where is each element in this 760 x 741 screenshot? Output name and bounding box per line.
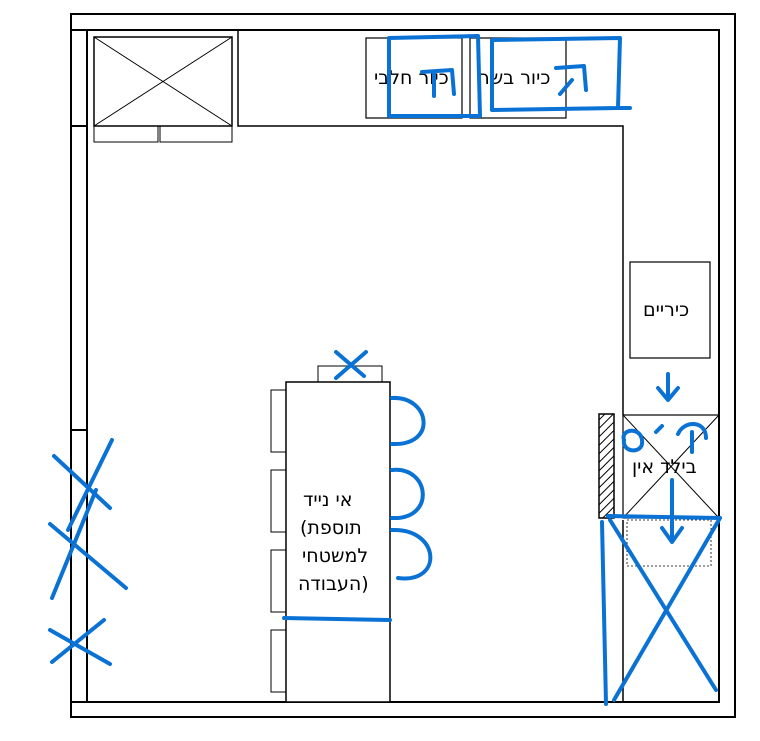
window-top-left [70,29,88,127]
annotation-box-dairy [387,34,482,118]
sink-meat-label: כיור בשר [479,67,550,89]
annotation-underline [282,616,392,622]
oven-drawer [626,519,712,567]
island-label-2: (תוספת [300,517,362,539]
island-seat-4 [270,629,287,693]
counter-edge [237,30,624,415]
annotation-x-left-2 [48,488,128,600]
fridge-x-2 [93,36,233,127]
island-label-4: העבודה) [298,573,369,595]
island [285,381,391,703]
fridge-drawer-2 [159,125,233,143]
stove [629,261,711,359]
annotation-x-left-1 [52,438,114,532]
stove-label: כיריים [643,299,689,321]
annotation-glyph-dairy [420,68,456,98]
island-label-1: אי נייד [303,489,352,511]
annotation-chair-2 [390,467,425,521]
hatched-column [598,413,615,519]
inner-room [86,29,720,703]
island-label-3: למשטחי [302,545,368,567]
annotation-arrow-down [656,372,680,402]
outer-wall [70,13,736,718]
built-in-label: בילד אין [632,456,697,478]
island-seat-2 [270,469,287,533]
island-seat-1 [270,389,287,453]
annotation-chair-3 [390,527,433,581]
annotation-x-left-3 [48,618,112,666]
fridge-drawer-1 [93,125,159,143]
window-left [70,429,88,703]
island-seat-3 [270,549,287,613]
annotation-big-x [600,514,722,706]
annotation-glyph-meat [554,64,588,96]
annotation-handwriting [621,422,708,454]
annotation-x-top [334,350,368,380]
annotation-arrow-down-2 [660,478,684,544]
annotation-chair-1 [390,395,426,447]
